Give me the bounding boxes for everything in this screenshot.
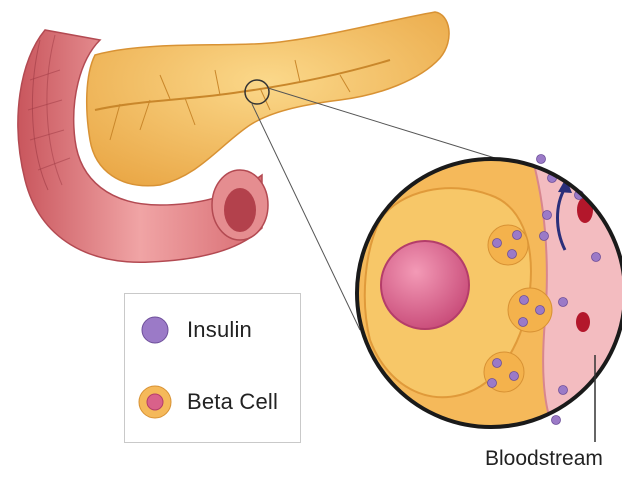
- legend: Insulin Beta Cell: [124, 293, 301, 443]
- nucleus: [381, 241, 469, 329]
- magnified-view: [350, 150, 622, 450]
- zoom-line-top: [268, 88, 495, 158]
- legend-label: Insulin: [187, 317, 252, 343]
- red-blood-cell: [576, 312, 590, 332]
- legend-label: Beta Cell: [187, 389, 278, 415]
- legend-item-beta-cell: Beta Cell: [125, 382, 300, 422]
- bloodstream-label: Bloodstream: [485, 447, 603, 471]
- beta-cell-icon: [137, 384, 173, 420]
- insulin-dot-icon: [137, 312, 173, 348]
- legend-item-insulin: Insulin: [125, 310, 300, 350]
- pancreas: [87, 12, 449, 186]
